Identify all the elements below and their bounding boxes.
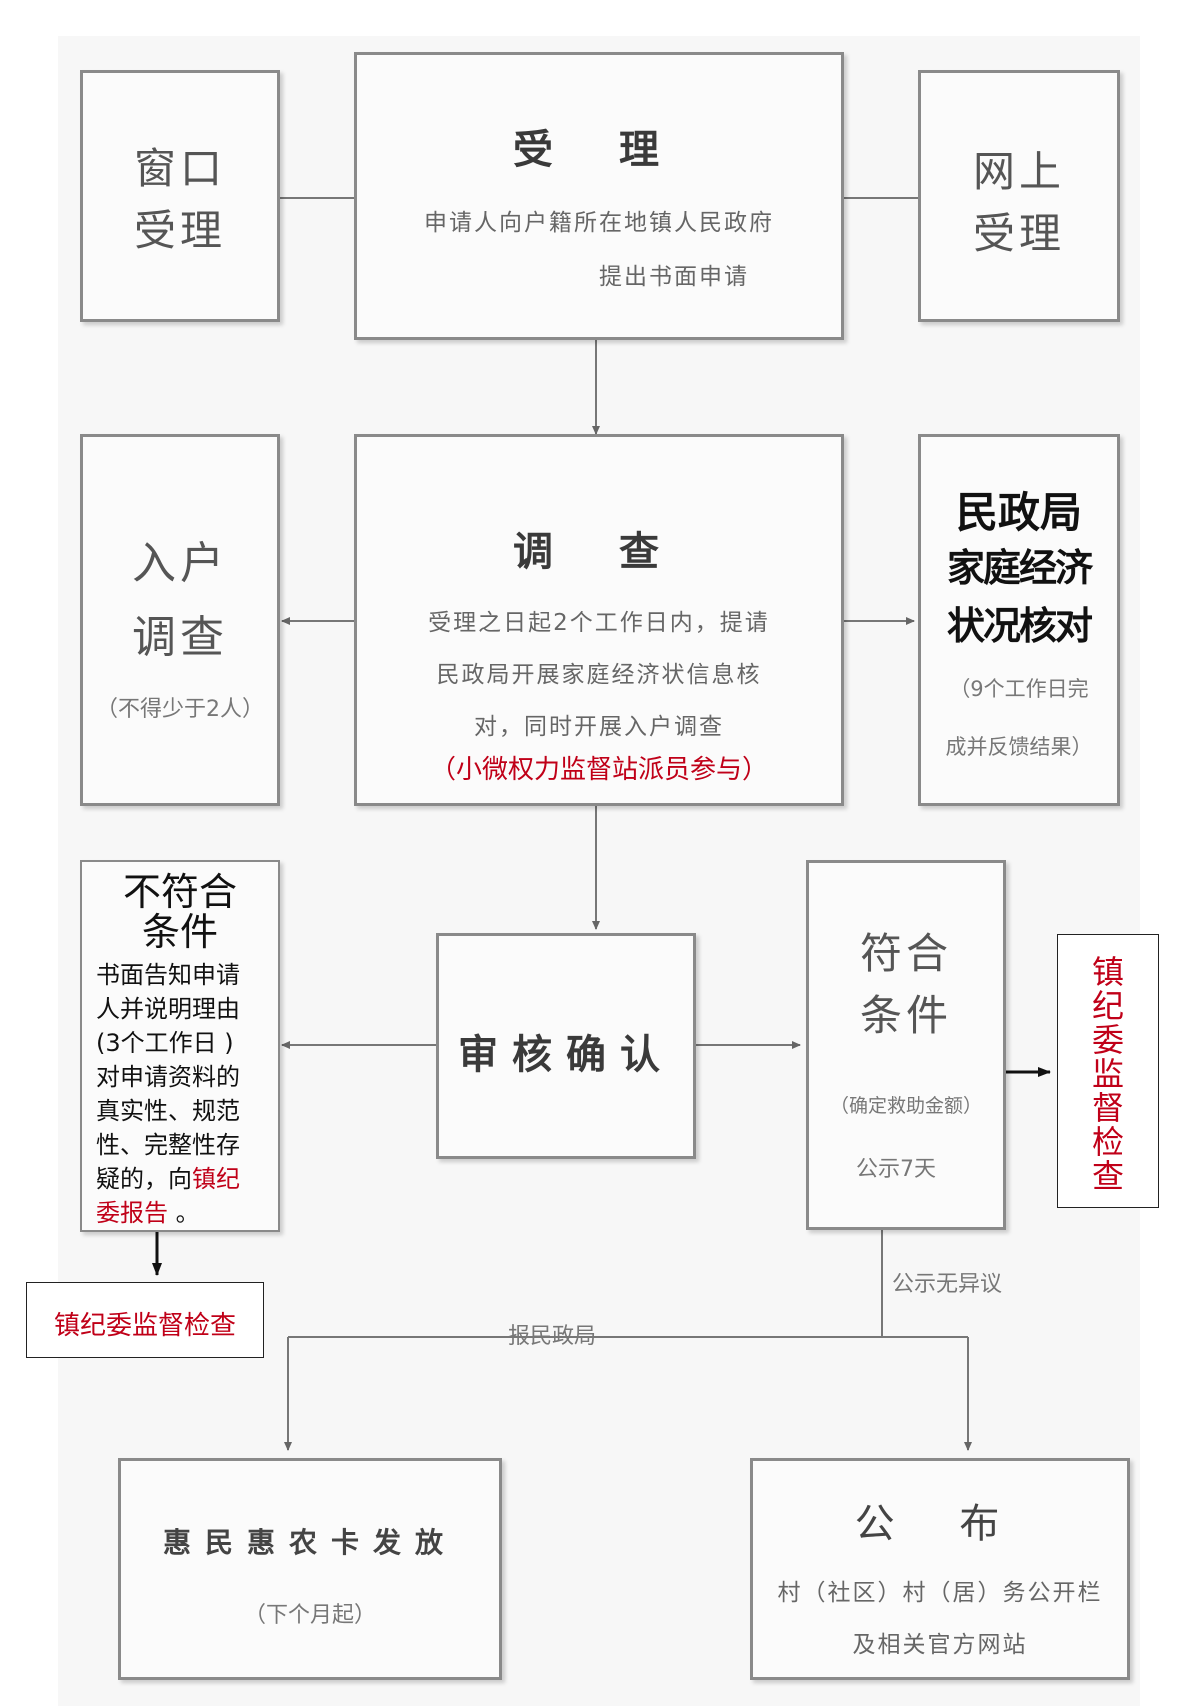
qualified-publicity: 公示7天: [856, 1157, 936, 1182]
qualified-line2: 条件: [859, 991, 952, 1040]
bureau-check-line1: 民政局: [955, 488, 1082, 537]
card-issue-title: 惠民惠农卡发放: [162, 1526, 457, 1559]
window-accept-box: 窗口 受理: [80, 70, 280, 322]
investigate-title: 调 查: [513, 529, 685, 575]
bureau-check-line3: 状况核对: [946, 604, 1093, 648]
supervise-right-char2: 纪: [1091, 987, 1124, 1025]
window-accept-line2: 受理: [133, 206, 226, 255]
investigate-desc-line1: 受理之日起2个工作日内，提请: [428, 610, 770, 636]
supervise-left-text: 镇纪委监督检查: [53, 1311, 236, 1341]
not-qualified-box: 不符合 条件 书面告知申请 人并说明理由 (3个工作日 ) 对申请资料的 真实性…: [80, 860, 280, 1232]
not-qualified-text-line6: 性、完整性存: [96, 1131, 240, 1159]
investigate-box: 调 查 受理之日起2个工作日内，提请 民政局开展家庭经济状信息核 对，同时开展入…: [354, 434, 844, 806]
publish-desc-line2: 及相关官方网站: [852, 1632, 1028, 1658]
accept-title: 受 理: [513, 127, 685, 173]
online-accept-box: 网上 受理: [918, 70, 1120, 322]
supervise-right-box: 镇 纪 委 监 督 检 查: [1057, 934, 1159, 1208]
supervise-left-box: 镇纪委监督检查: [26, 1282, 264, 1358]
publish-box: 公 布 村（社区）村（居）务公开栏 及相关官方网站: [750, 1458, 1130, 1680]
window-accept-line1: 窗口: [133, 144, 226, 193]
not-qualified-text-tail: 。: [168, 1199, 200, 1227]
accept-box: 受 理 申请人向户籍所在地镇人民政府 提出书面申请: [354, 52, 844, 340]
accept-desc-line2: 提出书面申请: [599, 264, 749, 290]
edge-label-report-bureau: 报民政局: [508, 1324, 597, 1349]
not-qualified-report-target: 镇纪: [192, 1165, 240, 1193]
home-visit-line2: 调查: [132, 612, 228, 663]
not-qualified-text-line7: 疑的，向: [96, 1165, 192, 1193]
investigate-supervision-note: （小微权力监督站派员参与）: [429, 755, 768, 785]
bureau-check-line2: 家庭经济: [946, 546, 1093, 590]
not-qualified-text: 书面告知申请 人并说明理由 (3个工作日 ) 对申请资料的 真实性、规范 性、完…: [96, 958, 240, 1230]
publish-title: 公 布: [854, 1501, 1026, 1547]
not-qualified-text-line3: (3个工作日 ): [96, 1029, 234, 1057]
card-issue-box: 惠民惠农卡发放 （下个月起）: [118, 1458, 502, 1680]
investigate-desc-line2: 民政局开展家庭经济状信息核: [436, 662, 762, 688]
qualified-note: （确定救助金额）: [829, 1095, 982, 1117]
home-visit-note: （不得少于2人）: [96, 697, 264, 722]
qualified-line1: 符合: [859, 929, 952, 978]
not-qualified-text-line1: 书面告知申请: [96, 961, 240, 989]
supervise-right-char1: 镇: [1091, 953, 1124, 991]
review-box: 审核确认: [436, 933, 696, 1159]
supervise-right-char7: 查: [1091, 1157, 1124, 1195]
not-qualified-text-line2: 人并说明理由: [96, 995, 240, 1023]
accept-desc-line1: 申请人向户籍所在地镇人民政府: [424, 210, 774, 236]
bureau-check-box: 民政局 家庭经济 状况核对 （9个工作日完 成并反馈结果）: [918, 434, 1120, 806]
investigate-desc-line3: 对，同时开展入户调查: [474, 714, 724, 740]
supervise-right-char4: 监: [1091, 1055, 1124, 1093]
not-qualified-title2: 条件: [141, 910, 218, 954]
not-qualified-text-line5: 真实性、规范: [96, 1097, 240, 1125]
qualified-box: 符合 条件 （确定救助金额） 公示7天: [806, 860, 1006, 1230]
bureau-check-note1: （9个工作日完: [949, 677, 1089, 701]
supervise-right-char5: 督: [1091, 1089, 1124, 1127]
not-qualified-text-line4: 对申请资料的: [96, 1063, 240, 1091]
not-qualified-title1: 不符合: [122, 870, 237, 914]
online-accept-line1: 网上: [972, 147, 1065, 196]
supervise-right-char3: 委: [1091, 1021, 1124, 1059]
online-accept-line2: 受理: [972, 209, 1065, 258]
bureau-check-note2: 成并反馈结果）: [945, 735, 1093, 759]
edge-label-no-objection: 公示无异议: [892, 1272, 1003, 1297]
publish-desc-line1: 村（社区）村（居）务公开栏: [777, 1580, 1103, 1606]
supervise-right-char6: 检: [1091, 1123, 1124, 1161]
review-title: 审核确认: [458, 1032, 674, 1078]
card-issue-note: （下个月起）: [243, 1603, 376, 1628]
home-visit-line1: 入户: [132, 538, 228, 589]
not-qualified-report-line8: 委报告: [96, 1199, 168, 1227]
supervise-right-text: 镇 纪 委 监 督 检 查: [1058, 955, 1158, 1193]
home-visit-box: 入户 调查 （不得少于2人）: [80, 434, 280, 806]
